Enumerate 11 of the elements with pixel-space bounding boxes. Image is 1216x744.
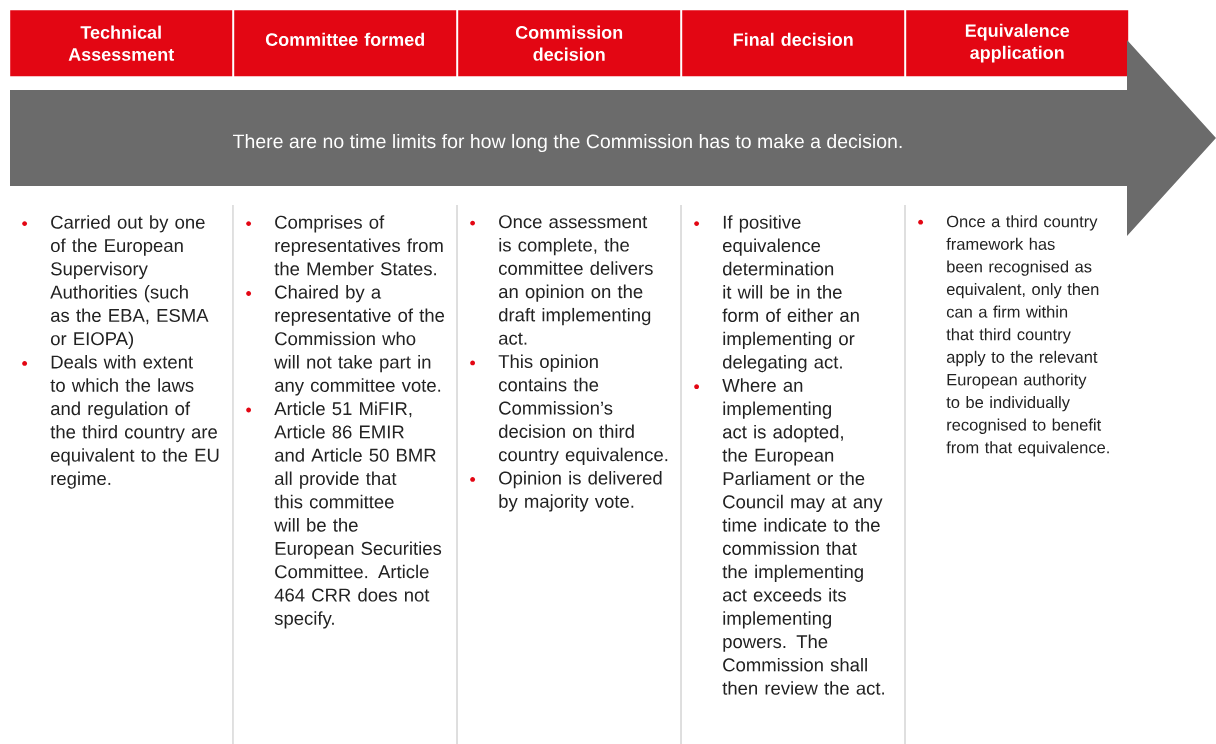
stage-header: Equivalence application	[906, 10, 1129, 77]
stage-header: Committee formed	[234, 10, 457, 77]
stage-header: Final decision	[682, 10, 905, 77]
node-label: Deals with extent to which the laws and regulation of the third country are equivalent to the EU regime.	[50, 354, 219, 489]
node-label: Where an implementing act is adopted, the European Parliament or the Council may at any time indicate to the commission that the implementing act exceeds its implementing powers. The Commission shall then review the act.	[722, 378, 884, 695]
node-label: Article 51 MiFIR, Article 86 EMIR and Article 50 BMR all provide that this committee will be the European Securities Committee. Article 464 CRR does not specify.	[274, 401, 442, 629]
stage-header: Commission decision	[458, 10, 681, 77]
node-label: This opinion contains the Commission’s decision on third country equivalence.	[498, 354, 668, 465]
stage-header: Technical Assessment	[10, 10, 233, 77]
node-label: Opinion is delivered by majority vote.	[499, 471, 662, 512]
node-label: Chaired by a representative of the Commission who will not take part in any committee vote.	[274, 285, 445, 396]
